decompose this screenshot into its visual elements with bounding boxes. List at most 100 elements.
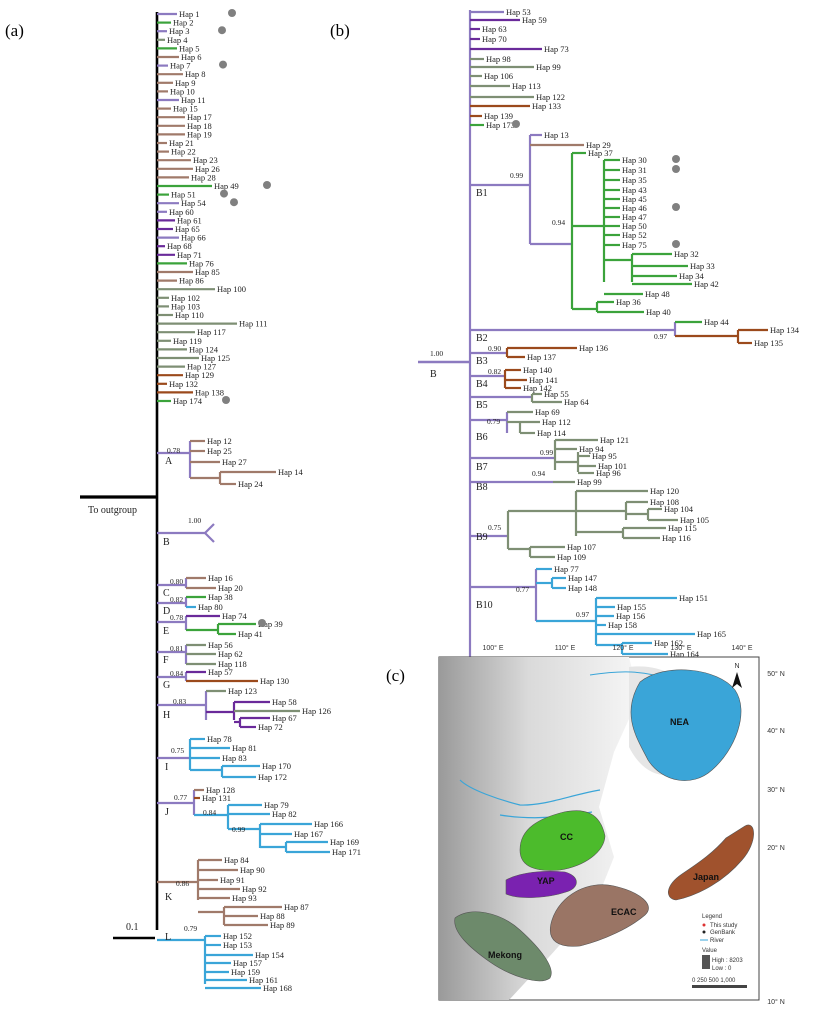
support-value: 0.86 [176,879,189,888]
sample-dot [672,155,680,163]
tip-label: Hap 112 [542,417,571,427]
region-label: YAP [537,876,555,886]
sample-dot [228,9,236,17]
tip-label: Hap 153 [223,940,252,950]
tip-label: Hap 113 [512,81,541,91]
legend-dot-icon [702,930,706,934]
tip-label: Hap 18 [187,121,212,131]
support-value: 0.75 [171,746,184,755]
panel-label-c: (c) [386,666,405,685]
tip-label: Hap 141 [529,375,558,385]
tip-label: Hap 157 [233,958,262,968]
tip-label: Hap 30 [622,155,647,165]
tip-label: Hap 34 [679,271,705,281]
tip-label: Hap 68 [167,241,192,251]
north-label: N [734,663,739,670]
collapsed-b-up [204,523,215,534]
tip-label: Hap 85 [195,267,220,277]
tip-label: Hap 55 [544,389,569,399]
support-value: 1.00 [430,349,443,358]
support-value: 0.78 [167,446,180,455]
tip-label: Hap 158 [608,620,637,630]
legend-item: River [710,938,724,944]
tip-label: Hap 93 [232,893,257,903]
tip-label: Hap 12 [207,436,232,446]
sample-dot [219,60,227,69]
clade-label: J [165,807,169,818]
region-label: Mekong [488,950,522,960]
tip-label: Hap 110 [175,310,204,320]
tip-label: Hap 17 [187,112,212,122]
region-japan [668,824,754,901]
tip-label: Hap 134 [770,325,800,335]
tip-label: Hap 156 [616,611,645,621]
tip-label: Hap 45 [622,194,647,204]
tip-label: Hap 115 [668,523,697,533]
support-value: 0.84 [170,669,183,678]
lon-tick: 140° E [731,644,752,652]
support-value: 0.81 [170,644,183,653]
tip-label: Hap 124 [189,344,219,354]
region-label: CC [560,832,573,842]
tip-label: Hap 87 [284,902,309,912]
tip-label: Hap 63 [482,24,507,34]
clade-label: A [165,456,173,467]
tip-label: Hap 78 [207,734,232,744]
clade-label: E [163,626,169,637]
tip-label: Hap 111 [239,319,267,329]
clade-label: B2 [476,333,488,344]
clade-label: K [165,892,173,903]
tip-label: Hap 26 [195,164,220,174]
tip-label: Hap 24 [238,479,264,489]
tip-label: Hap 51 [171,190,196,200]
support-value: 0.94 [552,218,565,227]
tip-label: Hap 89 [270,920,295,930]
tip-label: Hap 59 [522,15,547,25]
lon-tick: 120° E [612,644,633,652]
clade-label: B10 [476,600,493,611]
panel-label-a: (a) [5,21,24,40]
clade-label: G [163,680,170,691]
tip-label: Hap 86 [179,276,204,286]
clade-label: B1 [476,188,488,199]
lat-tick: 40° N [767,727,785,735]
tip-label: Hap 7 [170,61,191,71]
tip-label: Hap 168 [263,983,292,993]
tip-label: Hap 159 [231,967,260,977]
tip-label: Hap 8 [185,69,206,79]
tip-label: Hap 15 [173,104,198,114]
support-value: 0.99 [510,171,523,180]
tip-label: Hap 50 [622,221,647,231]
tip-label: Hap 166 [314,819,343,829]
tip-label: Hap 119 [173,336,202,346]
tip-label: Hap 43 [622,185,647,195]
clade-label: B6 [476,432,488,443]
tip-label: Hap 81 [232,743,257,753]
tip-label: Hap 61 [177,215,202,225]
tip-label: Hap 142 [523,383,552,393]
tip-label: Hap 173 [486,120,515,130]
sample-dot [220,189,228,198]
tip-label: Hap 100 [217,284,246,294]
scale-bar-map [692,985,747,988]
scale-label: 0.1 [126,922,139,933]
tip-label: Hap 38 [208,592,233,602]
tip-label: Hap 88 [260,911,285,921]
tip-label: Hap 27 [222,457,247,467]
tip-label: Hap 72 [258,722,283,732]
clade-label: L [165,932,171,943]
tip-label: Hap 94 [579,444,605,454]
tip-label: Hap 131 [202,793,231,803]
sample-dot [222,396,230,404]
tip-label: Hap 11 [181,95,205,105]
support-value: 0.79 [487,417,500,426]
tip-label: Hap 77 [554,564,579,574]
tip-label: Hap 82 [272,809,297,819]
lon-tick: 110° E [555,644,576,652]
legend-dem-low: Low : 0 [712,966,732,972]
region-cc [519,810,606,871]
legend-dem-high: High : 8203 [712,958,743,964]
tip-label: Hap 41 [238,629,263,639]
tip-label: Hap 28 [191,172,216,182]
clade-label: H [163,710,170,721]
